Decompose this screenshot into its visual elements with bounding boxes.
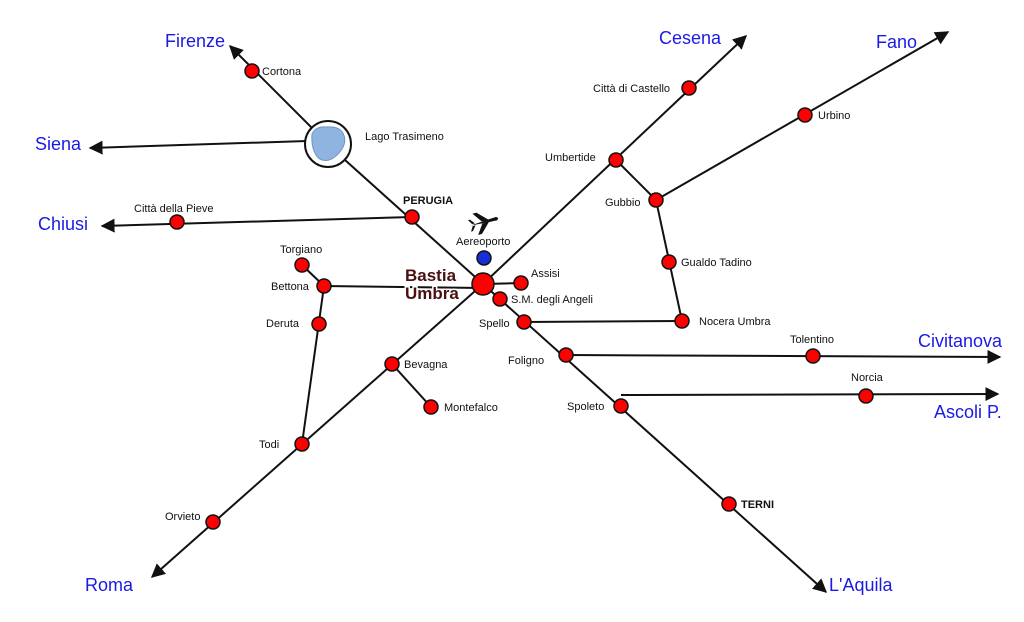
destination-ascoli: Ascoli P. — [934, 402, 1002, 422]
road-montefalco — [391, 363, 432, 408]
road-chiusi — [100, 216, 413, 233]
town-marker-bevagna — [384, 356, 400, 372]
town-marker-terni — [721, 496, 737, 512]
town-label-norcia: Norcia — [851, 372, 884, 384]
town-label-assisi: Assisi — [531, 268, 560, 280]
town-label-tolentino: Tolentino — [790, 334, 834, 346]
town-label-sm-angeli: S.M. degli Angeli — [511, 294, 593, 306]
town-marker-bettona — [316, 278, 332, 294]
town-label-terni: TERNI — [741, 499, 774, 511]
destination-civitanova: Civitanova — [918, 331, 1003, 351]
town-label-nocera-umbra: Nocera Umbra — [699, 316, 771, 328]
town-marker-gubbio — [648, 192, 664, 208]
destination-chiusi: Chiusi — [38, 214, 88, 234]
town-marker-montefalco — [423, 399, 439, 415]
town-label-foligno: Foligno — [508, 355, 544, 367]
town-label-montefalco: Montefalco — [444, 402, 498, 414]
destination-siena: Siena — [35, 134, 82, 154]
town-label-spoleto: Spoleto — [567, 401, 604, 413]
road-civitanova — [565, 349, 1002, 364]
airport: Aereoporto — [456, 212, 510, 266]
town-marker-citta-di-castello — [681, 80, 697, 96]
town-label-bettona: Bettona — [271, 281, 310, 293]
town-labels: Cortona PERUGIA Città della Pieve Torgia… — [134, 66, 884, 523]
town-marker-assisi — [513, 275, 529, 291]
lake-label: Lago Trasimeno — [365, 131, 444, 143]
destination-firenze: Firenze — [165, 31, 225, 51]
town-marker-citta-della-pieve — [169, 214, 185, 230]
road-aquila — [482, 283, 828, 593]
town-label-citta-di-castello: Città di Castello — [593, 83, 670, 95]
airport-label: Aereoporto — [456, 236, 510, 248]
roads — [88, 31, 1002, 593]
town-label-urbino: Urbino — [818, 110, 850, 122]
town-marker-perugia — [404, 209, 420, 225]
road-roma — [150, 283, 484, 578]
hub-marker — [471, 272, 495, 296]
town-label-cortona: Cortona — [262, 66, 302, 78]
road-deruta-todi — [301, 285, 325, 445]
town-marker-norcia — [858, 388, 874, 404]
town-marker-torgiano — [294, 257, 310, 273]
town-marker-spoleto — [613, 398, 629, 414]
destination-labels: Firenze Siena Chiusi Roma Cesena Fano Ci… — [35, 28, 1003, 595]
town-marker-foligno — [558, 347, 574, 363]
town-label-gubbio: Gubbio — [605, 197, 640, 209]
airport-marker — [476, 250, 492, 266]
town-label-perugia: PERUGIA — [403, 195, 453, 207]
town-marker-tolentino — [805, 348, 821, 364]
town-marker-cortona — [244, 63, 260, 79]
town-label-umbertide: Umbertide — [545, 152, 596, 164]
town-label-gualdo-tadino: Gualdo Tadino — [681, 257, 752, 269]
road-gubbio-nocera — [615, 159, 657, 201]
hub-label-line1: Bastia — [405, 266, 457, 285]
hub-bastia-umbra: Bastia Umbra — [404, 265, 495, 305]
lake-shape — [311, 126, 346, 161]
town-label-todi: Todi — [259, 439, 279, 451]
road-spello-nocera — [523, 320, 683, 323]
destination-fano: Fano — [876, 32, 917, 52]
destination-cesena: Cesena — [659, 28, 722, 48]
town-marker-todi — [294, 436, 310, 452]
town-marker-orvieto — [205, 514, 221, 530]
town-marker-urbino — [797, 107, 813, 123]
town-markers — [169, 63, 874, 530]
town-label-deruta: Deruta — [266, 318, 300, 330]
town-label-orvieto: Orvieto — [165, 511, 200, 523]
town-marker-umbertide — [608, 152, 624, 168]
town-label-bevagna: Bevagna — [404, 359, 448, 371]
town-marker-gualdo-tadino — [661, 254, 677, 270]
destination-aquila: L'Aquila — [829, 575, 893, 595]
destination-roma: Roma — [85, 575, 134, 595]
road-ascoli — [620, 387, 1000, 402]
airplane-icon — [467, 212, 499, 235]
town-marker-deruta — [311, 316, 327, 332]
town-label-spello: Spello — [479, 318, 510, 330]
road-siena — [88, 140, 308, 155]
road-bettona — [323, 285, 484, 289]
lake-trasimeno: Lago Trasimeno — [304, 120, 444, 168]
hub-label-line2: Umbra — [405, 284, 459, 303]
town-label-citta-della-pieve: Città della Pieve — [134, 203, 214, 215]
town-marker-sm-angeli — [492, 291, 508, 307]
town-marker-spello — [516, 314, 532, 330]
town-label-torgiano: Torgiano — [280, 244, 322, 256]
town-marker-nocera-umbra — [674, 313, 690, 329]
